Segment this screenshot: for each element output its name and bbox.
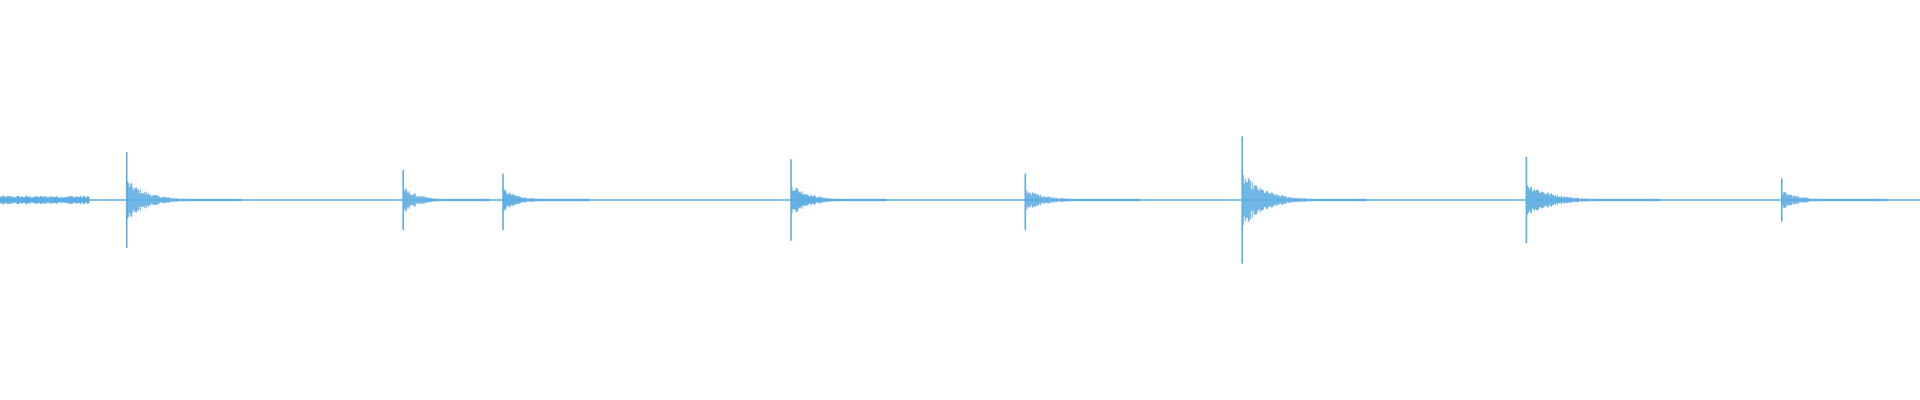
waveform-transients <box>125 136 1888 264</box>
waveform-transient <box>790 159 887 241</box>
waveform-transient <box>1241 136 1367 264</box>
waveform-transient <box>1525 156 1661 244</box>
waveform-transient <box>1780 178 1888 222</box>
waveform-transient <box>1024 173 1141 230</box>
waveform-noise <box>0 195 90 205</box>
waveform-transient <box>402 170 490 230</box>
waveform-transient <box>125 152 243 248</box>
waveform-transient <box>502 173 590 230</box>
